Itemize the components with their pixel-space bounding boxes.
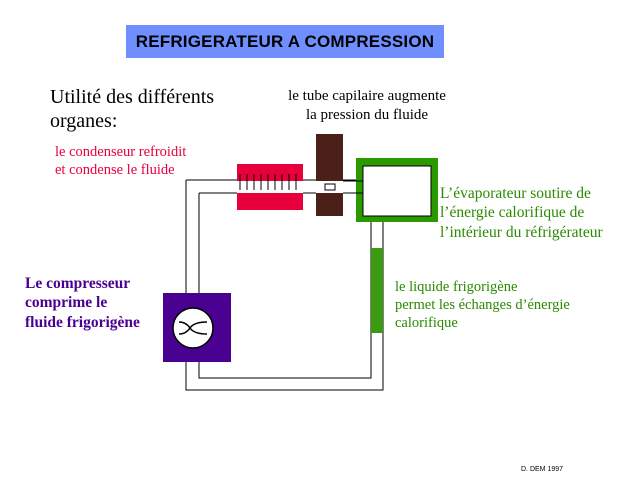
utilite-heading: Utilité des différents organes:	[50, 85, 214, 134]
condenseur-label: le condenseur refroidit et condense le f…	[55, 143, 186, 179]
condenseur-coil	[239, 174, 297, 190]
compresseur-line-3: fluide frigorigène	[25, 313, 140, 331]
condenseur-line-1: le condenseur refroidit	[55, 144, 187, 160]
liquide-line-2: permet les échanges d’énergie	[395, 297, 570, 314]
credit-text: D. DEM 1997	[521, 466, 564, 473]
compresseur-line-2: comprime le	[25, 294, 108, 312]
capillaire-line-2: la pression du fluide	[305, 106, 429, 123]
liquide-line-1: le liquide frigorigène	[395, 279, 518, 295]
tube-capillaire-block	[316, 134, 343, 216]
evaporateur-label: L’évaporateur soutire de l’énergie calor…	[440, 184, 603, 242]
evaporateur-line-1: L’évaporateur soutire de	[440, 185, 591, 202]
utilite-line-2: organes:	[50, 110, 118, 133]
compresseur-line-1: Le compresseur	[25, 275, 131, 292]
evaporateur-box	[362, 165, 432, 217]
condenseur-line-2: et condense le fluide	[55, 162, 175, 179]
liquide-strip	[371, 248, 383, 333]
compresseur-rotor	[172, 307, 214, 349]
tube-capillaire-restriction	[324, 183, 336, 191]
capillaire-label: le tube capilaire augmente la pression d…	[272, 87, 462, 125]
liquide-line-3: calorifique	[395, 315, 458, 332]
page-title: REFRIGERATEUR A COMPRESSION	[126, 25, 444, 58]
evaporateur-line-3: l’intérieur du réfrigérateur	[440, 223, 603, 241]
capillaire-line-1: le tube capilaire augmente	[288, 88, 446, 104]
utilite-line-1: Utilité des différents	[50, 86, 215, 108]
evaporateur-line-2: l’énergie calorifique de	[440, 204, 585, 222]
liquide-label: le liquide frigorigène permet les échang…	[395, 278, 570, 332]
compresseur-label: Le compresseur comprime le fluide frigor…	[25, 274, 140, 332]
